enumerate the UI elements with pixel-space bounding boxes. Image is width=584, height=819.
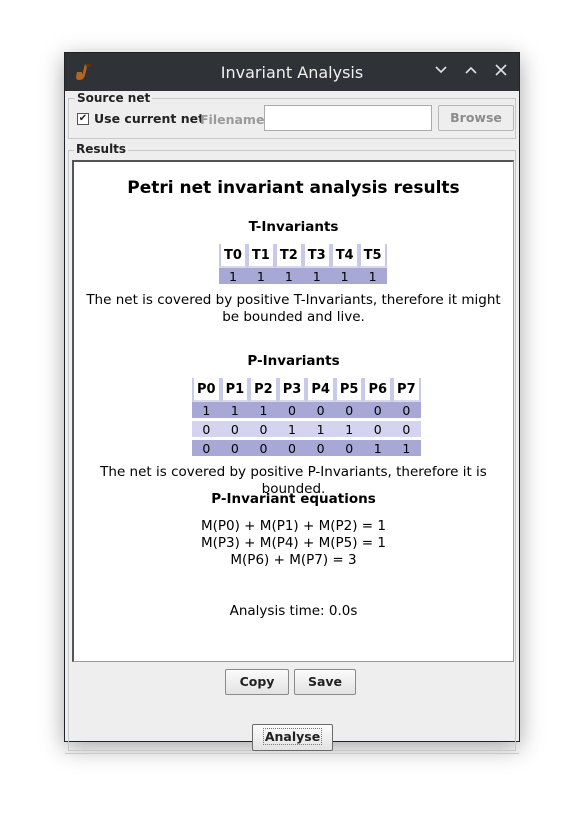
t-invariant-cell: 1: [274, 268, 303, 284]
analyse-button-label: Analyse: [262, 728, 323, 745]
t-invariant-cell: 1: [246, 268, 275, 284]
column-header: P1: [220, 378, 250, 402]
copy-button[interactable]: Copy: [225, 669, 289, 695]
p-invariant-cell: 0: [249, 421, 278, 437]
p-invariant-cell: 0: [392, 402, 421, 418]
column-header: P5: [334, 378, 364, 402]
p-invariant-cell: 1: [334, 421, 364, 437]
p-invariant-cell: 1: [192, 402, 221, 418]
p-invariant-cell: 1: [392, 440, 421, 456]
use-current-net-label[interactable]: Use current net: [94, 111, 205, 126]
source-net-group-title: Source net: [75, 91, 153, 105]
t-invariant-cell: 1: [219, 268, 247, 284]
results-group: Results Petri net invariant analysis res…: [68, 142, 516, 751]
analysis-time: Analysis time: 0.0s: [229, 603, 358, 619]
p-invariant-cell: 0: [363, 402, 393, 418]
column-header: T5: [358, 244, 387, 268]
column-header: P2: [249, 378, 278, 402]
equation-line: M(P0) + M(P1) + M(P2) = 1: [200, 518, 386, 534]
results-panel: Petri net invariant analysis results T-I…: [72, 160, 514, 662]
column-header: P4: [306, 378, 335, 402]
p-invariants-heading: P-Invariants: [247, 353, 340, 369]
p-invariants-conclusion: The net is covered by positive P-Invaria…: [100, 464, 487, 497]
column-header: T0: [219, 244, 247, 268]
close-icon: [495, 64, 507, 76]
equation-line: M(P3) + M(P4) + M(P5) = 1: [200, 535, 386, 551]
p-invariant-cell: 0: [192, 440, 221, 456]
equations-heading: P-Invariant equations: [211, 491, 376, 507]
use-current-net-checkbox[interactable]: ✔: [77, 113, 89, 125]
window-title: Invariant Analysis: [220, 63, 364, 82]
column-header: P7: [392, 378, 421, 402]
p-invariant-cell: 1: [249, 402, 278, 418]
p-invariant-cell: 0: [306, 440, 335, 456]
p-invariant-cell: 0: [392, 421, 421, 437]
p-invariant-cell: 1: [306, 421, 335, 437]
chevron-up-icon: [465, 66, 477, 74]
p-invariant-cell: 1: [277, 421, 307, 437]
pipe-app-icon: [73, 61, 95, 83]
p-invariant-cell: 0: [249, 440, 278, 456]
maximize-button[interactable]: [461, 62, 481, 82]
column-header: P3: [277, 378, 307, 402]
save-button[interactable]: Save: [294, 669, 356, 695]
results-title: Petri net invariant analysis results: [127, 178, 460, 198]
filename-label: Filename:: [200, 112, 270, 127]
t-invariant-cell: 1: [330, 268, 359, 284]
minimize-button[interactable]: [431, 62, 451, 82]
t-invariant-cell: 1: [302, 268, 331, 284]
p-invariant-cell: 0: [277, 402, 307, 418]
p-invariant-cell: 0: [220, 440, 250, 456]
column-header: P6: [363, 378, 393, 402]
close-button[interactable]: [491, 62, 511, 82]
source-net-group: Source net ✔ Use current net Filename: B…: [68, 91, 516, 139]
column-header: T2: [274, 244, 303, 268]
title-bar: Invariant Analysis: [65, 53, 519, 91]
column-header: T3: [302, 244, 331, 268]
column-header: T1: [246, 244, 275, 268]
p-invariant-cell: 0: [334, 402, 364, 418]
p-invariant-cell: 1: [220, 402, 250, 418]
filename-input[interactable]: [264, 105, 432, 131]
equation-line: M(P6) + M(P7) = 3: [230, 552, 357, 568]
column-header: P0: [192, 378, 221, 402]
t-invariants-conclusion: The net is covered by positive T-Invaria…: [86, 292, 501, 325]
p-invariant-cell: 1: [363, 440, 393, 456]
p-invariant-cell: 0: [334, 440, 364, 456]
results-group-title: Results: [74, 142, 129, 156]
invariant-analysis-window: Invariant Analysis Source net ✔ Use curr…: [64, 52, 520, 754]
p-invariant-cell: 0: [192, 421, 221, 437]
p-invariant-cell: 0: [363, 421, 393, 437]
p-invariant-cell: 0: [220, 421, 250, 437]
browse-button[interactable]: Browse: [438, 105, 514, 131]
t-invariant-cell: 1: [358, 268, 387, 284]
checkmark-icon: ✔: [78, 113, 88, 124]
analyse-button[interactable]: Analyse: [252, 724, 333, 751]
p-invariant-cell: 0: [277, 440, 307, 456]
p-invariant-cell: 0: [306, 402, 335, 418]
t-invariants-heading: T-Invariants: [248, 219, 339, 235]
chevron-down-icon: [435, 66, 447, 74]
column-header: T4: [330, 244, 359, 268]
